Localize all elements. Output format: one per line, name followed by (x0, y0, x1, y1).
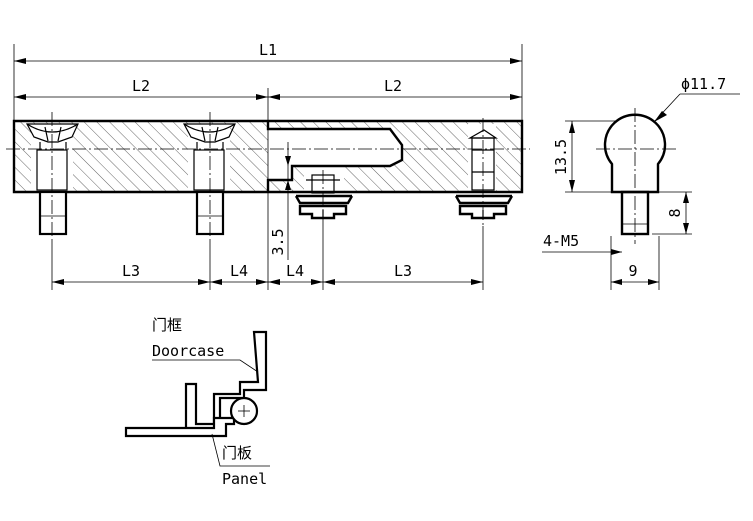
dim-stud-spacing-label: 9 (628, 262, 637, 280)
installation-diagram: 门框 Doorcase 门板 Panel (124, 316, 270, 488)
dim-offset-label: 3.5 (269, 228, 287, 255)
diameter-label: ϕ11.7 (681, 75, 726, 93)
dim-height-label: 13.5 (552, 139, 570, 175)
side-view: 13.5 8 9 4-M5 ϕ11.7 (542, 75, 740, 290)
panel-leader (211, 433, 270, 467)
dim-stud-length-label: 8 (666, 208, 684, 217)
front-view-dimensions: L1 L2 L2 L3 L4 L4 L3 3.5 (13, 41, 523, 290)
doorcase-label-cn: 门框 (152, 316, 182, 334)
panel-profile (124, 416, 236, 438)
hinge-body-outline (12, 119, 524, 194)
dim-l3-right-label: L3 (394, 262, 412, 280)
dim-l2-right-label: L2 (384, 77, 402, 95)
doorcase-label-en: Doorcase (152, 342, 224, 360)
dim-l4-right-label: L4 (286, 262, 304, 280)
dim-l4-left-label: L4 (230, 262, 248, 280)
doorcase-leader (152, 359, 259, 373)
doorcase-profile (184, 330, 268, 434)
pin-slot-outline (266, 121, 404, 192)
stud-clip-right (454, 129, 514, 220)
dim-l2-left-label: L2 (132, 77, 150, 95)
dim-l3-left-label: L3 (122, 262, 140, 280)
thread-label: 4-M5 (543, 232, 579, 250)
side-view-head (603, 113, 667, 194)
panel-label-en: Panel (222, 470, 267, 488)
panel-label-cn: 门板 (222, 444, 252, 462)
dim-l1-label: L1 (259, 41, 277, 59)
